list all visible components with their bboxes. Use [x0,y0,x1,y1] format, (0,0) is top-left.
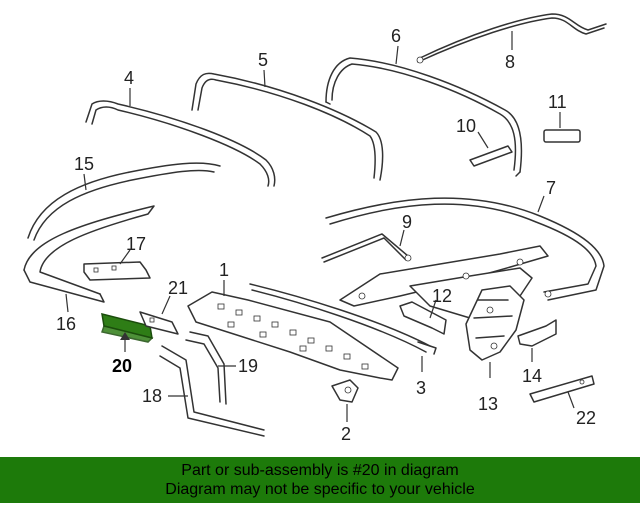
part-3[interactable] [249,283,437,355]
callout-13[interactable]: 13 [478,394,498,414]
leader-6 [395,45,399,65]
callout-19[interactable]: 19 [238,356,258,376]
part-14[interactable] [517,319,557,347]
callout-16[interactable]: 16 [56,314,76,334]
diagram-notice-banner: Part or sub-assembly is #20 in diagram D… [0,457,640,503]
callout-2[interactable]: 2 [341,424,351,444]
callout-21[interactable]: 21 [168,278,188,298]
part-4[interactable] [85,100,276,187]
part-15[interactable] [27,162,221,241]
part-10[interactable] [469,145,513,167]
part-21[interactable] [139,311,179,335]
callout-5[interactable]: 5 [258,50,268,70]
callout-18[interactable]: 18 [142,386,162,406]
banner-line-1: Part or sub-assembly is #20 in diagram [181,462,459,479]
leader-12 [429,299,437,319]
callout-6[interactable]: 6 [391,26,401,46]
part-6[interactable] [325,57,523,177]
leader-7 [537,195,545,213]
leader-16 [65,293,69,313]
part-18[interactable] [159,345,265,437]
leader-20-arrowhead [120,332,130,340]
callout-10[interactable]: 10 [456,116,476,136]
callout-3[interactable]: 3 [416,378,426,398]
leader-21 [161,295,171,315]
exploded-parts-diagram: 8 6 5 4 11 [23,13,607,444]
callout-4[interactable]: 4 [124,68,134,88]
leader-22 [567,391,575,409]
callout-20[interactable]: 20 [112,356,132,376]
part-19[interactable] [185,331,227,405]
leader-15 [83,173,87,191]
part-8[interactable] [416,13,607,64]
part-13[interactable] [465,285,525,361]
leader-9 [399,229,405,247]
leader-5 [263,69,266,88]
callout-8[interactable]: 8 [505,52,515,72]
callout-12[interactable]: 12 [432,286,452,306]
leader-17 [119,249,131,265]
banner-line-2: Diagram may not be specific to your vehi… [165,481,475,498]
part-12[interactable] [399,301,447,335]
part-22[interactable] [529,375,595,403]
callout-1[interactable]: 1 [219,260,229,280]
part-16[interactable] [23,205,155,303]
leader-10 [477,131,489,149]
part-1[interactable] [187,291,399,381]
callout-14[interactable]: 14 [522,366,542,386]
part-5[interactable] [191,72,384,181]
part-7[interactable] [325,197,605,319]
callout-7[interactable]: 7 [546,178,556,198]
callout-11[interactable]: 11 [548,92,567,112]
callout-15[interactable]: 15 [74,154,94,174]
part-9[interactable] [321,233,412,263]
part-11[interactable] [543,129,581,143]
callout-9[interactable]: 9 [402,212,412,232]
callout-17[interactable]: 17 [126,234,146,254]
part-2[interactable] [331,379,359,403]
callout-22[interactable]: 22 [576,408,596,428]
part-20-highlighted[interactable] [101,312,154,343]
part-17[interactable] [83,261,151,281]
